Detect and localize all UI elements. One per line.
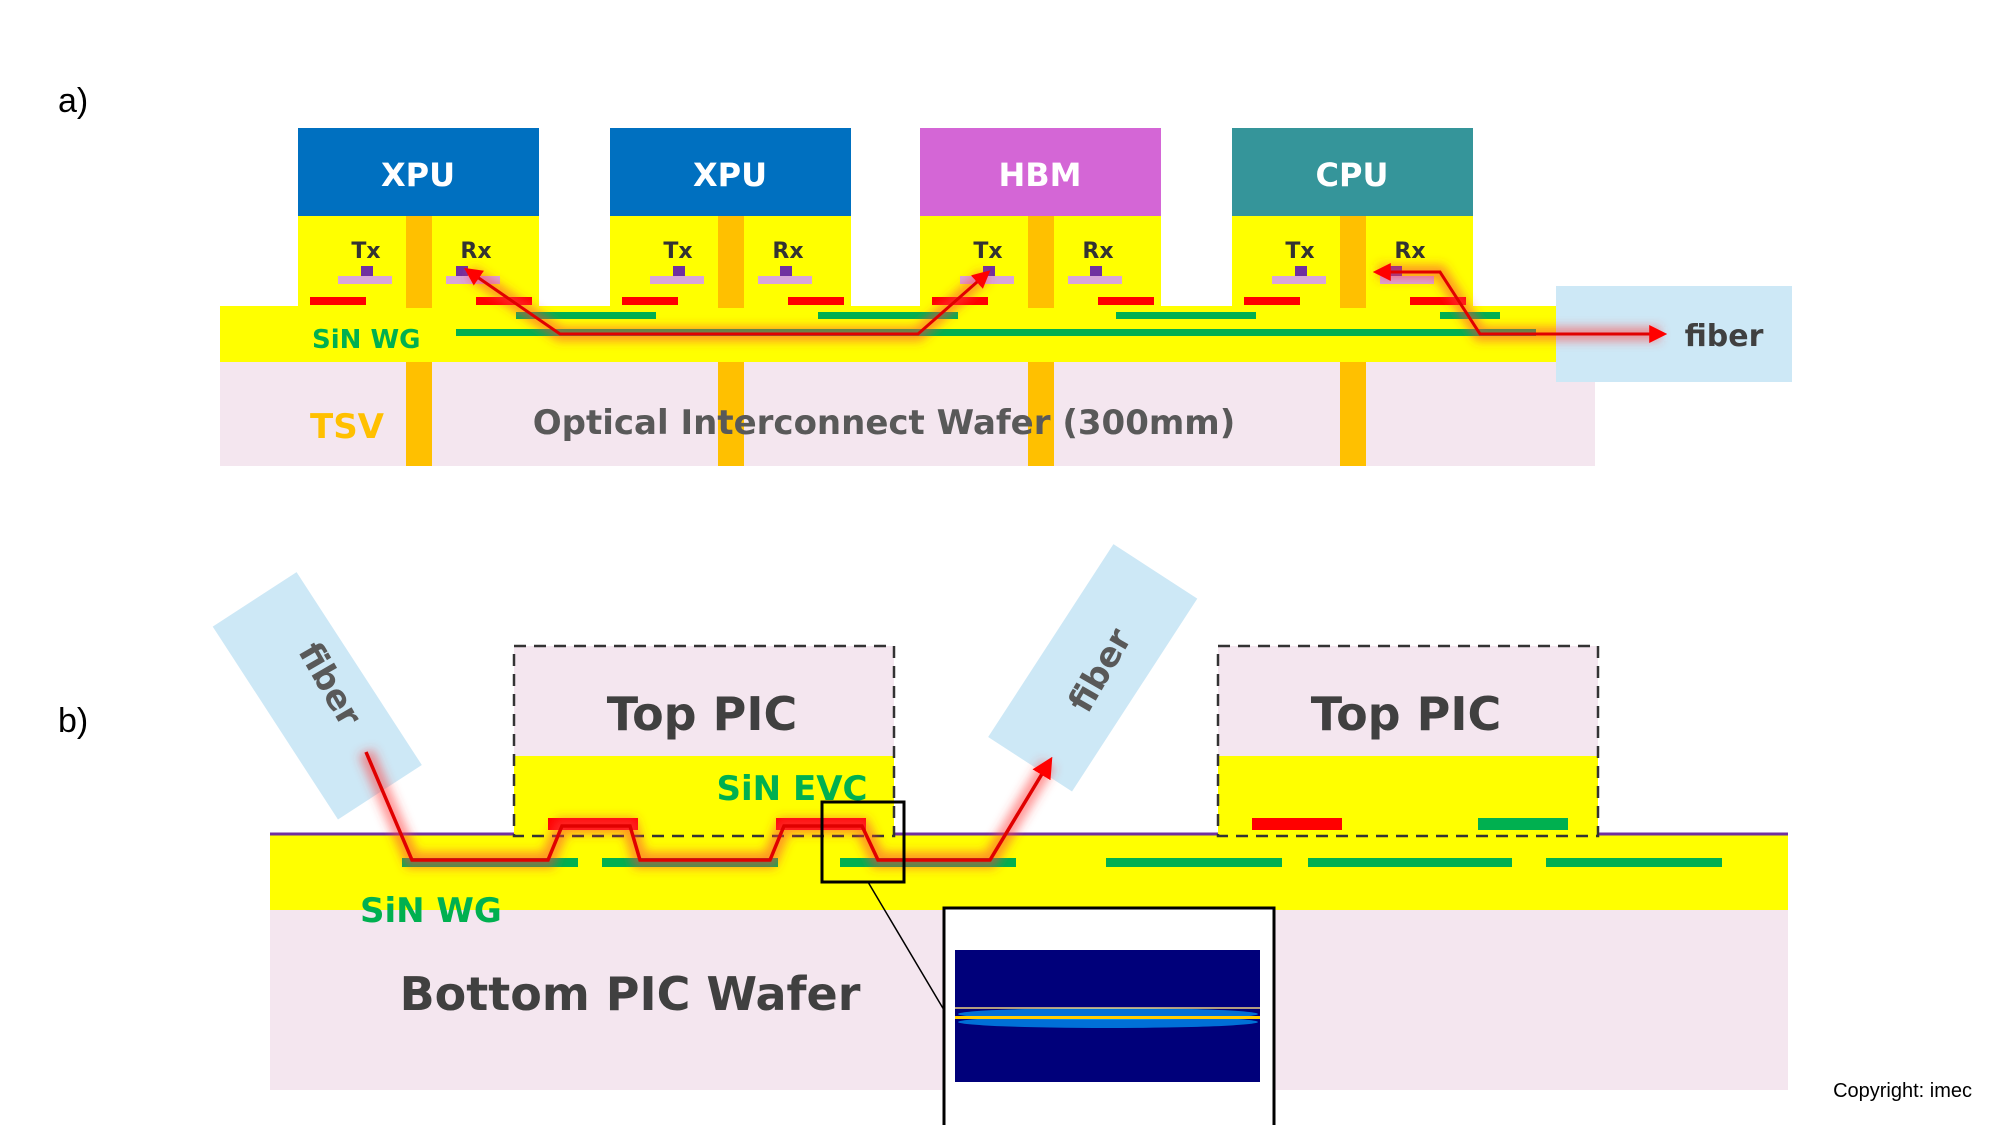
top-pic-1-outline [512, 644, 896, 838]
chip-hbm-die [920, 128, 1161, 216]
sin-wg-label-a: SiN WG [312, 325, 420, 355]
zoom-connector [867, 881, 945, 1011]
fiber-right [988, 544, 1198, 792]
optical-path-a [464, 263, 1668, 343]
top-pic-2-outline [1216, 644, 1600, 838]
rx-device-2 [780, 266, 792, 276]
tsv-upper-2 [718, 216, 744, 308]
mode-core-lower [955, 1007, 1260, 1009]
wafer-label-a: Optical Interconnect Wafer (300mm) [533, 403, 1236, 443]
tsv-upper-3 [1028, 216, 1054, 308]
rx-device-3 [1090, 266, 1102, 276]
tx-label-1: Tx [351, 239, 380, 264]
waveguide-segment [516, 312, 656, 319]
red-element [1244, 297, 1300, 305]
tsv-label: TSV [310, 407, 385, 447]
chip-xpu-2: XPU [610, 128, 851, 308]
fiber-right-block [988, 544, 1198, 792]
top-pic-2-die [1218, 646, 1598, 758]
optical-path-fiber-to-fiber [364, 751, 1053, 862]
rx-pad-2 [758, 276, 812, 284]
sin-waveguide-bus [456, 329, 1536, 336]
tx-device-1 [361, 266, 373, 276]
red-element [622, 297, 678, 305]
rx-device-1 [456, 266, 468, 276]
waveguide-segment [1308, 858, 1512, 867]
optical-path-cpu-fiber [1372, 263, 1668, 343]
top-pic-1-die [514, 646, 894, 758]
tx-device-3 [983, 266, 995, 276]
rx-label-3: Rx [1082, 239, 1113, 264]
chip-hbm-label: HBM [998, 156, 1081, 194]
chip-xpu-2-label: XPU [693, 156, 767, 194]
panel-b: b) Top PIC SiN EVC Top PIC [58, 544, 1788, 1125]
tsv-lower-3 [1028, 362, 1054, 466]
chip-xpu-1-die [298, 128, 539, 216]
red-elements-a [310, 297, 1466, 305]
tsv-lower-1 [406, 362, 432, 466]
tx-pad-4 [1272, 276, 1326, 284]
panel-b-label: b) [58, 702, 88, 740]
red-element [310, 297, 366, 305]
red-element [788, 297, 844, 305]
top-pic-1: Top PIC SiN EVC [512, 644, 896, 838]
optical-path-b [358, 748, 1055, 868]
rx-label-2: Rx [772, 239, 803, 264]
waveguide-segment [818, 312, 958, 319]
optical-path-xpu-hbm [464, 267, 991, 336]
bottom-wafer-label: Bottom PIC Wafer [400, 967, 861, 1021]
top-pic-2-green [1478, 818, 1568, 830]
rx-label-1: Rx [460, 239, 491, 264]
tsv-group [406, 216, 1366, 466]
tx-label-4: Tx [1285, 239, 1314, 264]
chip-cpu-die [1232, 128, 1473, 216]
chip-xpu-1-label: XPU [381, 156, 455, 194]
zoom-region [820, 800, 906, 884]
chip-xpu-2-die [610, 128, 851, 216]
tx-label-2: Tx [663, 239, 692, 264]
tx-pad-2 [650, 276, 704, 284]
sin-wg-label-b: SiN WG [360, 891, 502, 931]
panel-a: a) XPU XPU HBM [58, 82, 1792, 466]
panel-a-label: a) [58, 82, 88, 120]
top-pic-2-label: Top PIC [1311, 687, 1501, 741]
tsv-upper-4 [1340, 216, 1366, 308]
chip-cpu-label: CPU [1316, 156, 1389, 194]
tx-device-2 [673, 266, 685, 276]
tx-device-4 [1295, 266, 1307, 276]
tx-label-3: Tx [973, 239, 1002, 264]
rx-pad-3 [1068, 276, 1122, 284]
top-pic-2: Top PIC [1216, 644, 1600, 838]
mode-core-upper [955, 1016, 1260, 1019]
mode-simulation-inset [942, 906, 1276, 1125]
tsv-lower-4 [1340, 362, 1366, 466]
red-element [1098, 297, 1154, 305]
waveguide-segment [1116, 312, 1256, 319]
rx-label-4: Rx [1394, 239, 1425, 264]
top-pic-2-red [1252, 818, 1342, 830]
top-pic-1-label: Top PIC [607, 687, 797, 741]
copyright-notice: Copyright: imec [1833, 1080, 1972, 1102]
tsv-upper-1 [406, 216, 432, 308]
bottom-oxide-layer [270, 834, 1788, 910]
tx-pad-1 [338, 276, 392, 284]
fiber-label-a: fiber [1685, 319, 1764, 354]
waveguide-segment [1546, 858, 1722, 867]
waveguide-segment [1106, 858, 1282, 867]
tsv-lower-2 [718, 362, 744, 466]
